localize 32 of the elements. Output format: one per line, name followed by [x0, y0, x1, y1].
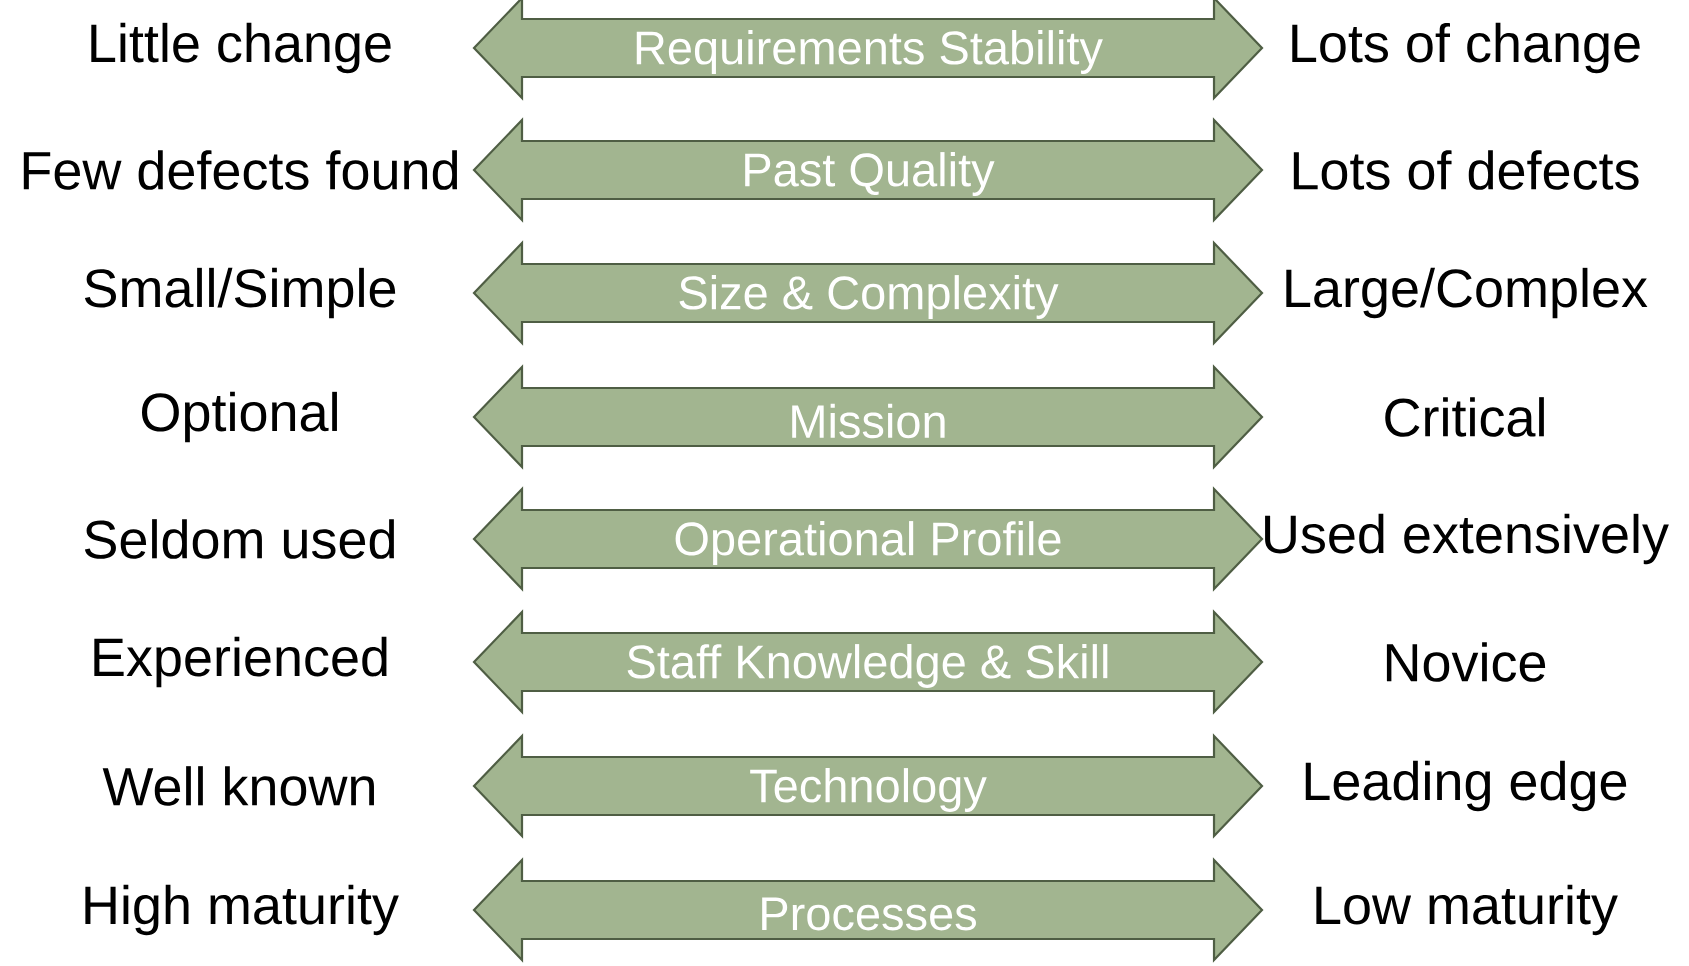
end-label: Large/Complex [1286, 267, 1648, 319]
end-label: Little change [91, 22, 391, 74]
double-arrow [472, 609, 1264, 715]
end-label: Small/Simple [84, 267, 396, 319]
double-arrow [472, 0, 1264, 101]
end-label: Novice [1386, 642, 1546, 682]
edge-label: Mission [792, 403, 945, 439]
edge-label: Size & Complexity [679, 275, 1059, 319]
edge-label: Processes [762, 897, 976, 931]
edge-label: Staff Knowledge & Skill [627, 644, 1108, 688]
double-arrow [472, 733, 1264, 839]
edge-label: Operational Profile [675, 521, 1061, 565]
end-label: Low maturity [1316, 884, 1618, 936]
end-label: Experienced [94, 636, 387, 688]
double-arrow [472, 364, 1264, 470]
end-label: Well known [102, 766, 374, 806]
double-arrow [472, 117, 1264, 223]
end-label: Few defects found [23, 150, 458, 190]
end-label: Seldom used [84, 519, 395, 559]
end-label: Used extensively [1265, 513, 1669, 565]
end-label: Lots of defects [1293, 150, 1639, 190]
double-arrow [472, 857, 1264, 963]
edge-label: Technology [750, 768, 987, 812]
double-arrow [472, 486, 1264, 592]
end-label: Lots of change [1292, 22, 1640, 74]
end-label: Optional [142, 391, 337, 443]
end-label: Leading edge [1305, 760, 1627, 812]
end-label: High maturity [85, 884, 399, 936]
edge-label: Past Quality [745, 152, 995, 196]
end-label: Critical [1385, 397, 1544, 437]
edge-label: Requirements Stability [636, 30, 1103, 74]
double-arrow [472, 240, 1264, 346]
